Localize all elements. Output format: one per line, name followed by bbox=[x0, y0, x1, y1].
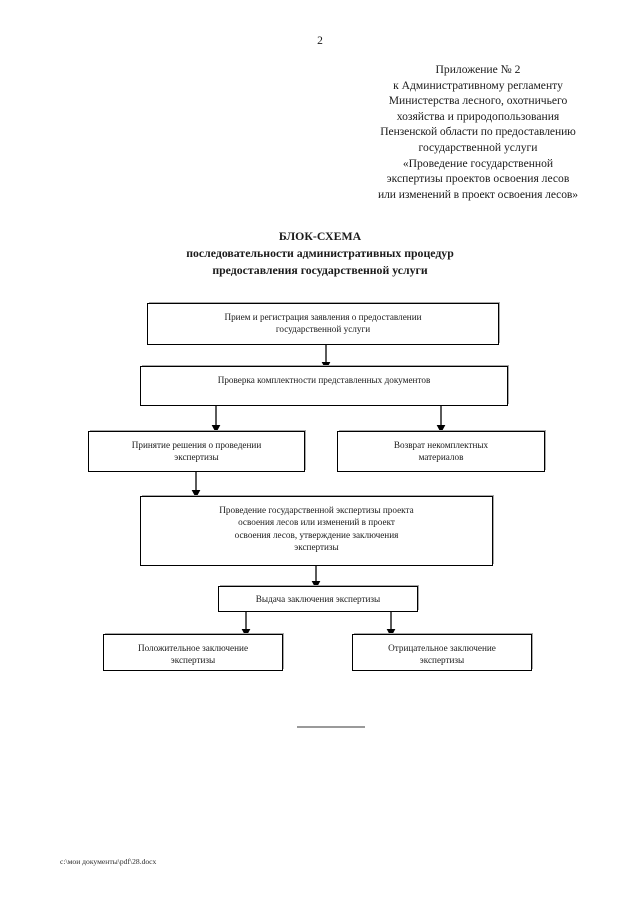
page-number: 2 bbox=[317, 35, 323, 47]
page-title-line-2: последовательности административных проц… bbox=[186, 246, 454, 260]
flow-node-issue-conclusion-line-1: Выдача заключения экспертизы bbox=[255, 594, 381, 604]
flow-node-decision-expertise: Принятие решения о проведении экспертизы bbox=[88, 431, 305, 472]
flow-node-intake-line-1: Прием и регистрация заявления о предоста… bbox=[224, 312, 422, 322]
flow-node-intake-line-2: государственной услуги bbox=[275, 324, 371, 335]
flow-node-issue-conclusion: Выдача заключения экспертизы bbox=[218, 586, 418, 612]
flow-node-conduct-expertise-line-2: освоения лесов или изменений в проект bbox=[238, 517, 395, 528]
flow-node-positive-conclusion: Положительное заключение экспертизы bbox=[103, 634, 283, 671]
page-title: БЛОК-СХЕМА последовательности администра… bbox=[0, 228, 640, 279]
flow-node-positive-conclusion-line-1: Положительное заключение bbox=[137, 643, 249, 653]
flow-node-negative-conclusion-line-1: Отрицательное заключение bbox=[388, 643, 496, 653]
flow-node-completeness-check: Проверка комплектности представленных до… bbox=[140, 366, 508, 406]
flow-node-negative-conclusion: Отрицательное заключение экспертизы bbox=[352, 634, 532, 671]
header-line-4: хозяйства и природопользования bbox=[396, 109, 560, 123]
header-line-2: к Административному регламенту bbox=[393, 78, 563, 92]
flow-node-completeness-check-line-1: Проверка комплектности представленных до… bbox=[217, 375, 431, 385]
flow-node-intake: Прием и регистрация заявления о предоста… bbox=[147, 303, 499, 345]
flow-node-conduct-expertise-line-1: Проведение государственной экспертизы пр… bbox=[219, 505, 414, 515]
header-line-8: экспертизы проектов освоения лесов bbox=[386, 172, 570, 186]
header-line-6: государственной услуги bbox=[418, 140, 538, 154]
section-separator-rule bbox=[297, 726, 365, 728]
page-title-line-1: БЛОК-СХЕМА bbox=[278, 229, 362, 243]
flow-node-negative-conclusion-line-2: экспертизы bbox=[419, 655, 465, 666]
flow-node-conduct-expertise: Проведение государственной экспертизы пр… bbox=[140, 496, 493, 566]
header-line-5: Пензенской области по предоставлению bbox=[380, 125, 576, 139]
page-title-line-3: предоставления государственной услуги bbox=[212, 263, 428, 277]
flow-node-conduct-expertise-line-3: освоения лесов, утверждение заключения bbox=[234, 529, 399, 540]
header-line-7: «Проведение государственной bbox=[402, 156, 554, 170]
flow-node-positive-conclusion-line-2: экспертизы bbox=[170, 655, 216, 666]
flow-node-decision-expertise-line-2: экспертизы bbox=[174, 452, 219, 463]
flow-node-conduct-expertise-line-4: экспертизы bbox=[294, 542, 339, 553]
flow-node-decision-expertise-line-1: Принятие решения о проведении bbox=[131, 440, 262, 450]
header-line-3: Министерства лесного, охотничьего bbox=[388, 94, 568, 108]
header-line-1: Приложение № 2 bbox=[435, 63, 521, 76]
flow-node-return-incomplete-line-1: Возврат некомплектных bbox=[393, 440, 489, 450]
flow-node-return-incomplete-line-2: материалов bbox=[418, 452, 464, 463]
appendix-header: Приложение № 2 к Административному регла… bbox=[352, 62, 604, 202]
footer-file-path: c:\мои документы\pdf\28.docx bbox=[60, 857, 157, 866]
header-line-9: или изменений в проект освоения лесов» bbox=[378, 187, 578, 201]
flow-node-return-incomplete: Возврат некомплектных материалов bbox=[337, 431, 545, 472]
